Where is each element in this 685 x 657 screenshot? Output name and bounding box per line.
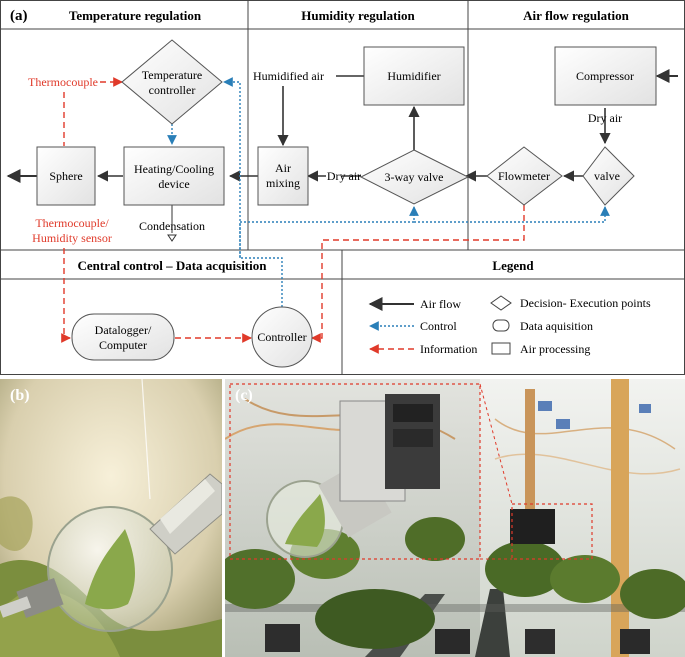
legend-control: Control	[420, 319, 457, 333]
svg-text:mixing: mixing	[266, 176, 300, 190]
legend-air-flow: Air flow	[420, 297, 461, 311]
svg-text:3-way valve: 3-way valve	[385, 170, 444, 184]
heating-cooling-node: Heating/Cooling device	[123, 146, 225, 206]
sphere-node: Sphere	[36, 146, 96, 206]
system-diagram: (a) Temperature regulation Humidity regu…	[0, 0, 685, 375]
svg-text:valve: valve	[594, 169, 620, 183]
svg-text:Computer: Computer	[99, 338, 147, 352]
svg-text:Datalogger/: Datalogger/	[95, 323, 152, 337]
greenhouse-setup-photo	[225, 379, 685, 657]
air-mixing-node: Air mixing	[257, 146, 309, 206]
section-temperature: Temperature regulation	[69, 8, 202, 23]
section-central: Central control – Data acquisition	[78, 258, 268, 273]
humidified-air-label: Humidified air	[253, 69, 324, 83]
svg-text:Air: Air	[275, 161, 291, 175]
photo-panel-c: (c)	[225, 379, 685, 657]
svg-text:Compressor: Compressor	[576, 69, 634, 83]
legend-diamond-icon	[490, 295, 512, 311]
svg-text:device: device	[158, 177, 189, 191]
legend-decision: Decision- Execution points	[520, 296, 651, 310]
legend-rounded-icon	[492, 319, 510, 332]
dry-air-compressor-label: Dry air	[588, 111, 622, 125]
photo-panel-b: (b)	[0, 379, 222, 657]
svg-text:Sphere: Sphere	[49, 169, 82, 183]
panel-b-label: (b)	[10, 387, 30, 404]
legend-rect-icon	[491, 342, 511, 355]
section-legend: Legend	[492, 258, 534, 273]
humidifier-node: Humidifier	[363, 46, 465, 106]
section-airflow: Air flow regulation	[523, 8, 629, 23]
svg-text:Flowmeter: Flowmeter	[498, 169, 550, 183]
panel-c-label: (c)	[235, 387, 253, 404]
thermocouple-humidity-label-2: Humidity sensor	[32, 231, 112, 245]
temperature-controller-node: Temperature controller	[121, 39, 223, 125]
legend-data-acquisition: Data aquisition	[520, 319, 593, 333]
svg-text:controller: controller	[149, 83, 196, 97]
condensation-label: Condensation	[139, 219, 205, 233]
valve-node: valve	[582, 146, 635, 206]
legend-information: Information	[420, 342, 477, 356]
controller-node: Controller	[251, 306, 313, 368]
svg-text:Controller: Controller	[257, 330, 306, 344]
svg-text:Humidifier: Humidifier	[387, 69, 440, 83]
flowmeter-node: Flowmeter	[486, 146, 563, 206]
legend: Air flow Control Information Decision- E…	[368, 295, 651, 356]
dry-air-mixing-label: Dry air	[327, 169, 361, 183]
sphere-closeup-photo	[0, 379, 222, 657]
legend-air-processing: Air processing	[520, 342, 590, 356]
section-humidity: Humidity regulation	[301, 8, 415, 23]
thermocouple-humidity-label-1: Thermocouple/	[35, 216, 109, 230]
panel-a-label: (a)	[10, 8, 28, 24]
svg-text:Temperature: Temperature	[142, 68, 202, 82]
three-way-valve-node: 3-way valve	[359, 149, 470, 205]
thermocouple-label: Thermocouple	[28, 75, 98, 89]
svg-text:Heating/Cooling: Heating/Cooling	[134, 162, 214, 176]
compressor-node: Compressor	[554, 46, 657, 106]
datalogger-node: Datalogger/ Computer	[71, 313, 175, 361]
